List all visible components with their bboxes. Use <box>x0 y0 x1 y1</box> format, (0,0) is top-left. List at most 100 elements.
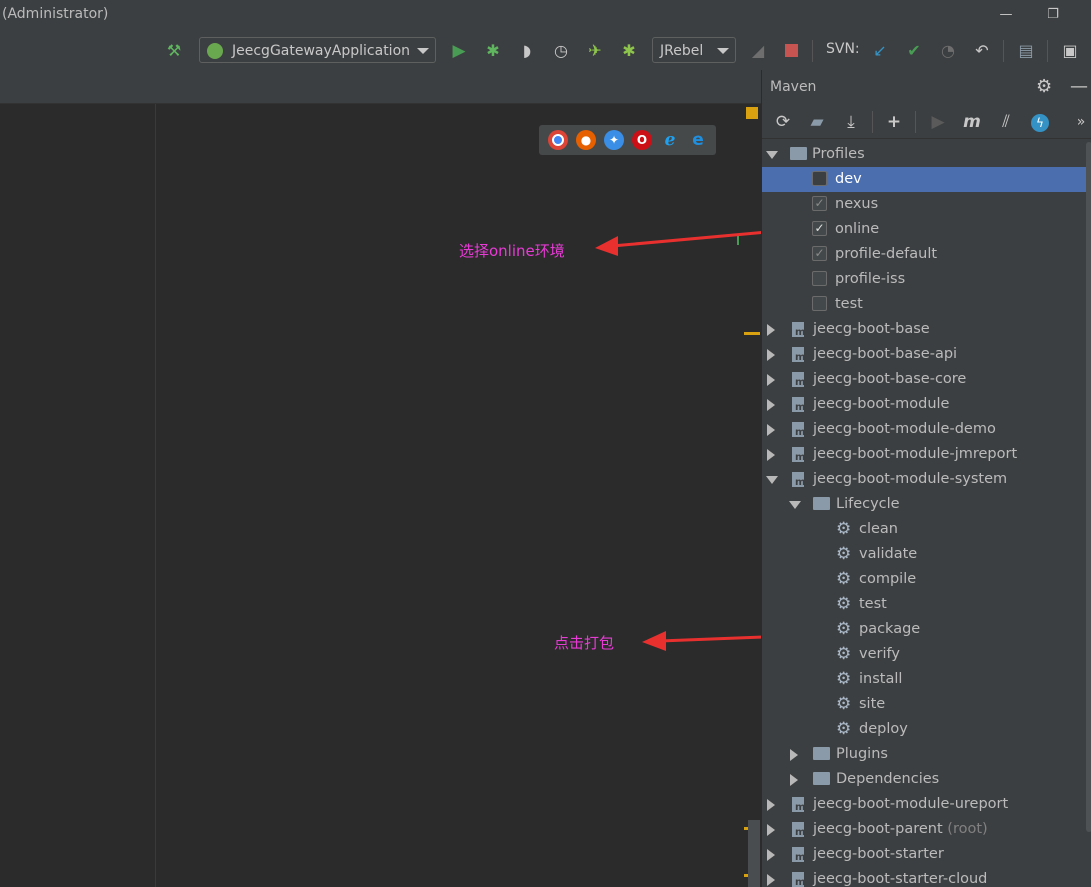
chevron-right-icon[interactable] <box>790 774 798 786</box>
tree-node-module[interactable]: m jeecg-boot-module-ureport <box>762 792 1088 817</box>
opera-icon[interactable]: O <box>632 130 652 150</box>
firefox-icon[interactable]: ● <box>576 130 596 150</box>
safari-icon[interactable]: ✦ <box>604 130 624 150</box>
gear-icon[interactable]: ⚙ <box>1036 76 1053 97</box>
jrebel-run-icon[interactable]: ✈ <box>588 41 602 60</box>
tree-node-dependencies[interactable]: Dependencies <box>762 767 1088 792</box>
profile-checkbox[interactable] <box>812 171 827 186</box>
profile-label: dev <box>835 171 862 187</box>
chevron-right-icon[interactable] <box>767 449 775 461</box>
svn-update-icon[interactable]: ↙ <box>873 41 887 60</box>
chevron-down-icon[interactable] <box>789 501 801 509</box>
hide-panel-icon[interactable]: — <box>1070 76 1088 97</box>
stop-icon[interactable] <box>780 40 802 62</box>
editor-scrollbar[interactable] <box>748 820 760 887</box>
presentation-icon[interactable]: ▣ <box>1062 41 1078 60</box>
execute-goal-icon[interactable]: m <box>963 112 981 132</box>
tree-node-module[interactable]: m jeecg-boot-starter-cloud <box>762 867 1088 887</box>
profile-test[interactable]: test <box>762 292 1088 317</box>
skip-tests-icon[interactable]: ⫽ <box>1002 112 1010 132</box>
profile-profile-default[interactable]: ✓ profile-default <box>762 242 1088 267</box>
profile-profile-iss[interactable]: profile-iss <box>762 267 1088 292</box>
lifecycle-goal-deploy[interactable]: ⚙ deploy <box>762 717 1088 742</box>
profile-label: online <box>835 221 880 237</box>
ie-icon[interactable]: ℯ <box>664 130 676 150</box>
generate-sources-icon[interactable]: ▰ <box>810 112 824 132</box>
tree-node-module[interactable]: m jeecg-boot-base-api <box>762 342 1088 367</box>
profile-dev[interactable]: dev <box>762 167 1088 192</box>
profile-checkbox[interactable]: ✓ <box>812 196 827 211</box>
tree-node-module[interactable]: m jeecg-boot-module-jmreport <box>762 442 1088 467</box>
editor-area[interactable] <box>0 104 761 887</box>
tree-node-module[interactable]: m jeecg-boot-base-core <box>762 367 1088 392</box>
chevron-right-icon[interactable] <box>767 424 775 436</box>
profile-checkbox[interactable]: ✓ <box>812 246 827 261</box>
revert-icon[interactable]: ↶ <box>975 41 989 60</box>
chevron-right-icon[interactable] <box>767 374 775 386</box>
tree-node-module[interactable]: m jeecg-boot-module <box>762 392 1088 417</box>
svn-commit-icon[interactable]: ✔ <box>907 41 921 60</box>
lifecycle-goal-validate[interactable]: ⚙ validate <box>762 542 1088 567</box>
edge-icon[interactable]: e <box>692 130 704 150</box>
module-label: jeecg-boot-base-core <box>813 371 967 387</box>
chevron-right-icon[interactable] <box>767 399 775 411</box>
lifecycle-goal-site[interactable]: ⚙ site <box>762 692 1088 717</box>
maven-scrollbar[interactable] <box>1086 142 1091 832</box>
download-icon[interactable]: ⤓ <box>847 112 855 132</box>
gear-icon: ⚙ <box>836 544 852 564</box>
run-icon[interactable]: ▶ <box>452 41 466 61</box>
chrome-icon[interactable] <box>548 130 568 150</box>
tree-node-lifecycle[interactable]: Lifecycle <box>762 492 1088 517</box>
tree-node-profiles[interactable]: Profiles <box>762 142 1088 167</box>
tree-node-module[interactable]: m jeecg-boot-parent (root) <box>762 817 1088 842</box>
chevron-right-icon[interactable] <box>767 349 775 361</box>
history-icon[interactable]: ◔ <box>941 41 955 60</box>
chevron-right-icon[interactable] <box>767 849 775 861</box>
annotation-click-package: 点击打包 <box>554 634 615 652</box>
profile-checkbox[interactable] <box>812 271 827 286</box>
debug-bug-icon[interactable]: ✱ <box>486 41 500 60</box>
chevron-right-icon[interactable] <box>767 324 775 336</box>
minimize-button[interactable]: — <box>999 7 1013 22</box>
reload-icon[interactable]: ⟳ <box>775 112 791 132</box>
chevron-right-icon[interactable] <box>767 824 775 836</box>
toolbar-separator <box>872 111 873 133</box>
toolbar-separator <box>1003 40 1004 62</box>
build-hammer-icon[interactable]: ⚒ <box>166 41 182 60</box>
run-config-select[interactable]: JeecgGatewayApplication <box>199 37 436 63</box>
profile-online[interactable]: ✓ online <box>762 217 1088 242</box>
more-icon[interactable]: » <box>1076 114 1086 130</box>
tree-node-plugins[interactable]: Plugins <box>762 742 1088 767</box>
lifecycle-goal-install[interactable]: ⚙ install <box>762 667 1088 692</box>
jrebel-debug-icon[interactable]: ✱ <box>622 41 636 60</box>
lifecycle-goal-verify[interactable]: ⚙ verify <box>762 642 1088 667</box>
chevron-down-icon[interactable] <box>766 476 778 484</box>
lifecycle-goal-compile[interactable]: ⚙ compile <box>762 567 1088 592</box>
tree-node-module[interactable]: m jeecg-boot-starter <box>762 842 1088 867</box>
inspection-status-icon[interactable] <box>746 107 758 119</box>
add-icon[interactable]: + <box>886 112 902 132</box>
tree-node-module[interactable]: m jeecg-boot-base <box>762 317 1088 342</box>
chevron-right-icon[interactable] <box>767 799 775 811</box>
project-structure-icon[interactable]: ▤ <box>1018 41 1034 60</box>
chevron-right-icon[interactable] <box>767 874 775 886</box>
restore-button[interactable]: ❐ <box>1047 7 1059 22</box>
lifecycle-goal-clean[interactable]: ⚙ clean <box>762 517 1088 542</box>
run-maven-icon[interactable]: ▶ <box>931 112 945 132</box>
profile-checkbox[interactable]: ✓ <box>812 221 827 236</box>
profile-checkbox[interactable] <box>812 296 827 311</box>
profile-nexus[interactable]: ✓ nexus <box>762 192 1088 217</box>
lifecycle-goal-test[interactable]: ⚙ test <box>762 592 1088 617</box>
rebel-disabled-icon: ◢ <box>751 41 765 60</box>
chevron-down-icon[interactable] <box>766 151 778 159</box>
chevron-right-icon[interactable] <box>790 749 798 761</box>
lifecycle-folder-icon <box>813 497 830 510</box>
profiler-icon[interactable]: ◷ <box>554 41 568 60</box>
tree-node-module[interactable]: m jeecg-boot-module-demo <box>762 417 1088 442</box>
scroll-marker[interactable] <box>744 332 760 335</box>
tree-node-module-system[interactable]: m jeecg-boot-module-system <box>762 467 1088 492</box>
offline-icon[interactable]: ϟ <box>1029 111 1051 133</box>
lifecycle-goal-package[interactable]: ⚙ package <box>762 617 1088 642</box>
jrebel-select[interactable]: JRebel <box>652 37 736 63</box>
coverage-icon[interactable]: ◗ <box>522 41 532 60</box>
